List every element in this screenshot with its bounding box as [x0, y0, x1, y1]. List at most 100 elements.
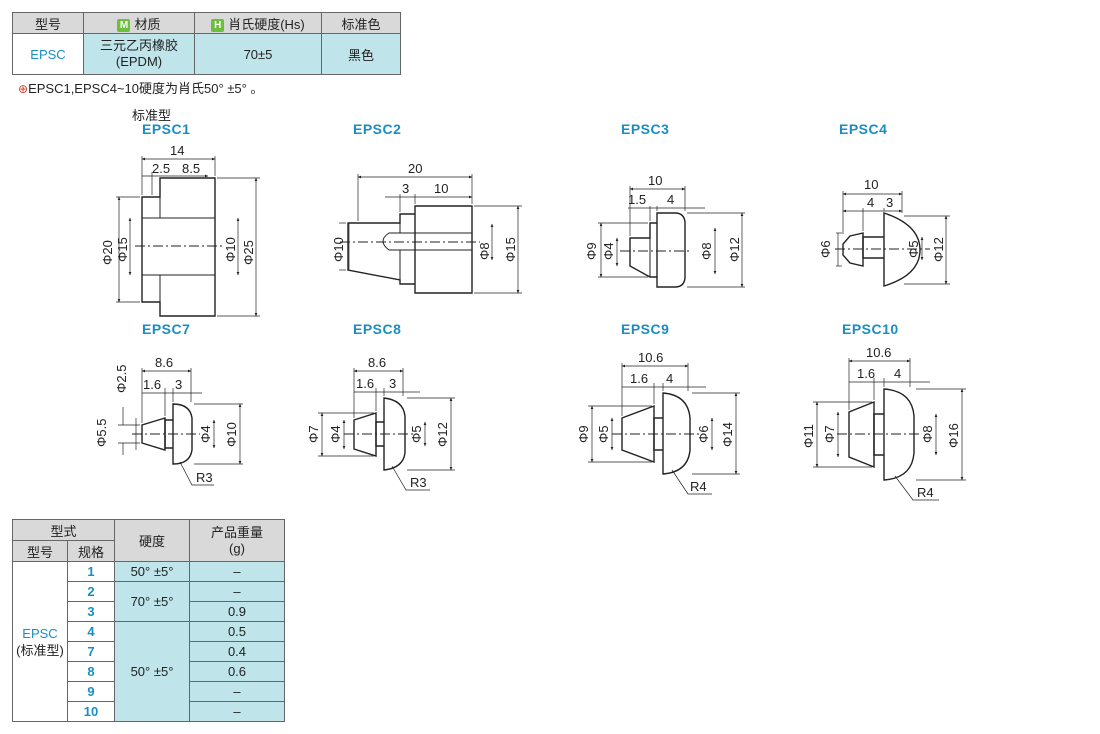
- dim-epsc2-body: 10: [434, 181, 448, 196]
- title-epsc1: EPSC1: [142, 121, 191, 137]
- dim-epsc1-d10: Φ10: [223, 237, 238, 262]
- hardness-cell: 70° ±5°: [114, 581, 190, 622]
- color-cell: 黑色: [321, 33, 401, 75]
- header-color: 标准色: [321, 12, 401, 34]
- size-cell: 4: [67, 621, 115, 642]
- dim-epsc7-d4: Φ4: [198, 425, 213, 443]
- dim-epsc9-head: 4: [666, 371, 673, 386]
- header-type: 型式: [12, 519, 115, 541]
- title-epsc2: EPSC2: [353, 121, 402, 137]
- spec-table: 型式 硬度 产品重量(g) 型号 规格 EPSC(标准型) 1 50° ±5° …: [12, 519, 285, 722]
- material-badge-icon: M: [117, 18, 131, 32]
- dim-epsc9-d14: Φ14: [720, 422, 735, 447]
- dim-epsc8-radius: R3: [410, 475, 427, 490]
- header-hardness: 硬度: [114, 519, 190, 562]
- dim-epsc3-flange: 1.5: [628, 192, 646, 207]
- title-epsc7: EPSC7: [142, 321, 191, 337]
- dim-epsc10-head: 4: [894, 366, 901, 381]
- dim-epsc10-radius: R4: [917, 485, 934, 500]
- dim-epsc3-d4: Φ4: [601, 242, 616, 260]
- dim-epsc4-shaft: 4: [867, 195, 874, 210]
- dim-epsc7-length: 8.6: [155, 355, 173, 370]
- drawing-epsc2: [339, 174, 522, 294]
- size-cell: 3: [67, 601, 115, 622]
- dim-epsc2-length: 20: [408, 161, 422, 176]
- dim-epsc9-radius: R4: [690, 479, 707, 494]
- dim-epsc4-d12: Φ12: [931, 237, 946, 262]
- dim-epsc1-body: 8.5: [182, 161, 200, 176]
- hardness-badge-icon: H: [211, 18, 225, 32]
- size-cell: 2: [67, 581, 115, 602]
- model-cell: EPSC(标准型): [12, 561, 68, 722]
- dim-epsc7-d10: Φ10: [224, 422, 239, 447]
- dim-epsc8-d4: Φ4: [328, 425, 343, 443]
- dim-epsc1-d15: Φ15: [115, 237, 130, 262]
- dim-epsc4-d5: Φ5: [906, 240, 921, 258]
- weight-cell: –: [189, 581, 285, 602]
- header-model: 型号: [12, 540, 68, 562]
- dim-epsc1-length: 14: [170, 143, 184, 158]
- dim-epsc10-shaft: 1.6: [857, 366, 875, 381]
- dim-epsc8-length: 8.6: [368, 355, 386, 370]
- drawing-epsc7: [118, 368, 243, 486]
- section-label: 标准型: [132, 108, 172, 123]
- title-epsc4: EPSC4: [839, 121, 888, 137]
- model-cell: EPSC: [12, 33, 84, 75]
- dim-epsc1-d20: Φ20: [100, 240, 115, 265]
- dim-epsc8-head: 3: [389, 376, 396, 391]
- dim-epsc7-d25: Φ2.5: [114, 365, 129, 393]
- dim-epsc2-flange: 3: [402, 181, 409, 196]
- drawing-epsc8: [318, 368, 455, 491]
- hardness-note: ⊕EPSC1,EPSC4~10硬度为肖氏50° ±5° 。: [18, 81, 264, 96]
- dim-epsc9-shaft: 1.6: [630, 371, 648, 386]
- weight-cell: –: [189, 561, 285, 582]
- dim-epsc3-d8: Φ8: [699, 242, 714, 260]
- dim-epsc10-d11: Φ11: [801, 424, 816, 448]
- header-model: 型号: [12, 12, 84, 34]
- dim-epsc3-length: 10: [648, 173, 662, 188]
- dim-epsc3-d9: Φ9: [584, 242, 599, 260]
- hardness-cell: 50° ±5°: [114, 561, 190, 582]
- dim-epsc10-d8: Φ8: [920, 425, 935, 443]
- title-epsc10: EPSC10: [842, 321, 899, 337]
- drawing-epsc9: [588, 363, 740, 495]
- dim-epsc1-flange: 2.5: [152, 161, 170, 176]
- weight-cell: 0.5: [189, 621, 285, 642]
- dim-epsc2-d8: Φ8: [477, 242, 492, 260]
- weight-cell: –: [189, 701, 285, 722]
- title-epsc8: EPSC8: [353, 321, 402, 337]
- drawing-epsc3: [598, 186, 745, 288]
- size-cell: 7: [67, 641, 115, 662]
- caution-icon: ⊕: [18, 82, 29, 96]
- drawing-epsc4: [835, 191, 950, 287]
- hardness-cell: 50° ±5°: [114, 621, 190, 722]
- dim-epsc2-d15: Φ15: [503, 237, 518, 262]
- title-epsc3: EPSC3: [621, 121, 670, 137]
- hardness-cell: 70±5: [194, 33, 322, 75]
- dim-epsc8-d12: Φ12: [435, 422, 450, 447]
- dim-epsc9-d6: Φ6: [696, 425, 711, 443]
- drawing-epsc1: [116, 156, 260, 317]
- dim-epsc10-length: 10.6: [866, 345, 891, 360]
- dim-epsc9-d5: Φ5: [596, 425, 611, 443]
- dim-epsc4-d6: Φ6: [818, 240, 833, 258]
- weight-cell: 0.4: [189, 641, 285, 662]
- dim-epsc4-length: 10: [864, 177, 878, 192]
- dim-epsc8-d5: Φ5: [409, 425, 424, 443]
- dim-epsc8-d7: Φ7: [306, 425, 321, 443]
- title-epsc9: EPSC9: [621, 321, 670, 337]
- header-size: 规格: [67, 540, 115, 562]
- dim-epsc10-d7: Φ7: [822, 425, 837, 443]
- dim-epsc8-shaft: 1.6: [356, 376, 374, 391]
- weight-cell: –: [189, 681, 285, 702]
- dim-epsc4-head: 3: [886, 195, 893, 210]
- dim-epsc7-d55: Φ5.5: [94, 419, 109, 447]
- dim-epsc9-length: 10.6: [638, 350, 663, 365]
- size-cell: 10: [67, 701, 115, 722]
- dim-epsc3-d12: Φ12: [727, 237, 742, 262]
- material-cell: 三元乙丙橡胶(EPDM): [83, 33, 195, 75]
- weight-cell: 0.9: [189, 601, 285, 622]
